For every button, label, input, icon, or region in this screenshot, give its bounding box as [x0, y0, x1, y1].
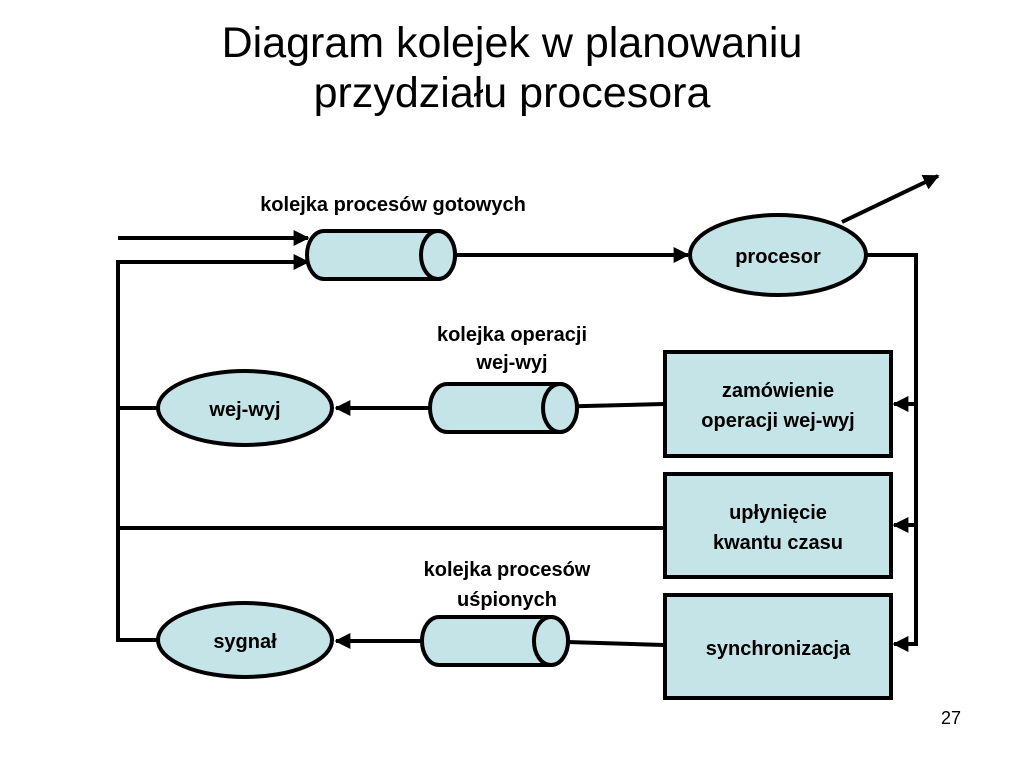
exit-arrow — [841, 174, 940, 224]
sleep-queue-cylinder — [420, 615, 570, 667]
sync-box — [663, 593, 893, 700]
io-request-box — [663, 350, 893, 458]
io-request-label-line2: operacji wej-wyj — [701, 410, 854, 432]
signal-node — [156, 601, 334, 679]
timeslice-label-line2: kwantu czasu — [713, 532, 843, 554]
ready-queue-cylinder — [305, 229, 457, 281]
sleep-queue-label-line2: uśpionych — [457, 589, 557, 611]
connectors — [116, 174, 940, 652]
sync-label: synchronizacja — [706, 638, 851, 660]
cpu-node — [688, 213, 868, 297]
timeslice-box — [663, 472, 893, 579]
timeslice-label-line1: upłynięcie — [729, 502, 827, 524]
signal-label: sygnał — [213, 631, 277, 653]
title-line-1: Diagram kolejek w planowaniu — [221, 19, 803, 67]
title-line-2: przydziału procesora — [313, 69, 711, 117]
io-node — [156, 369, 334, 447]
io-queue-label-line1: kolejka operacji — [437, 324, 587, 346]
io-request-label-line1: zamówienie — [722, 380, 834, 402]
sleep-queue-label-line1: kolejka procesów — [424, 559, 591, 581]
page-number: 27 — [941, 708, 961, 728]
ready-queue-label: kolejka procesów gotowych — [260, 194, 526, 216]
cpu-out-line — [866, 253, 918, 646]
slide-title: Diagram kolejek w planowaniu przydziału … — [0, 18, 1024, 118]
cpu-label: procesor — [735, 246, 821, 268]
io-label: wej-wyj — [208, 399, 280, 421]
io-queue-label-line2: wej-wyj — [475, 352, 547, 374]
io-queue-cylinder — [428, 382, 579, 434]
